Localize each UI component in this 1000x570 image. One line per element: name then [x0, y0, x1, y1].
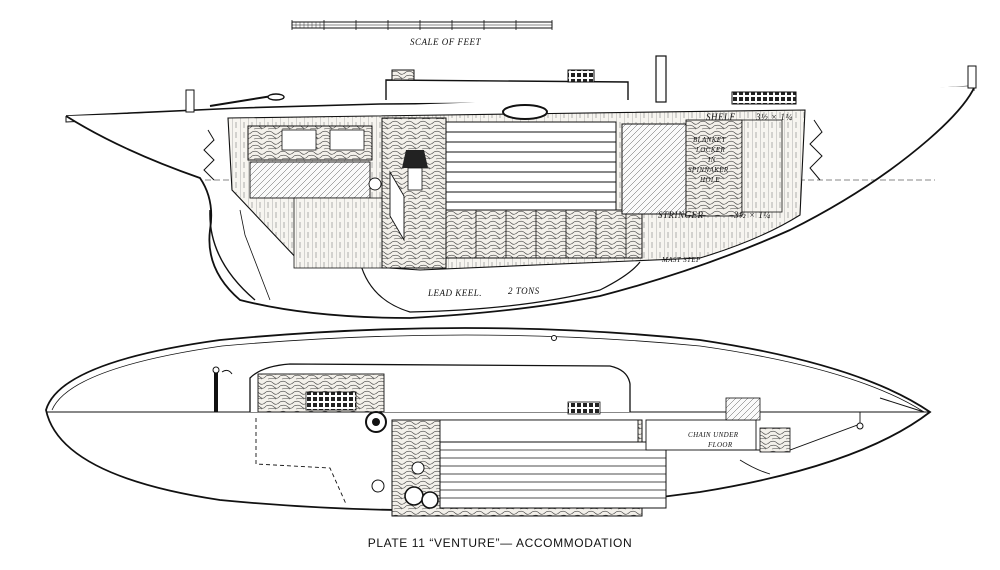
label-lead-keel: LEAD KEEL.	[427, 288, 482, 298]
label-chain-under: CHAIN UNDER	[688, 431, 739, 439]
label-blanket: BLANKET	[693, 136, 726, 144]
label-in: IN	[707, 156, 716, 164]
label-shelf: SHELF	[706, 112, 736, 122]
scale-label: SCALE OF FEET	[410, 37, 481, 47]
label-stringer: STRINGER	[658, 210, 704, 220]
scale-bar	[291, 20, 553, 30]
label-floor: FLOOR	[707, 441, 733, 449]
label-spinnaker: SPINNAKER	[688, 166, 729, 174]
label-locker: LOCKER	[695, 146, 726, 154]
label-shelf-dim: 3½ × 1¼	[755, 112, 793, 122]
label-mast-step: MAST STEP	[661, 256, 701, 264]
profile-view	[65, 55, 977, 319]
plate-caption: PLATE 11 “VENTURE”— ACCOMMODATION	[367, 536, 633, 550]
plan-view	[45, 327, 932, 517]
label-hole: HOLE	[699, 176, 720, 184]
label-keel-weight: 2 TONS	[508, 286, 540, 296]
label-stringer-dim: 3½ × 1¼	[733, 210, 771, 220]
